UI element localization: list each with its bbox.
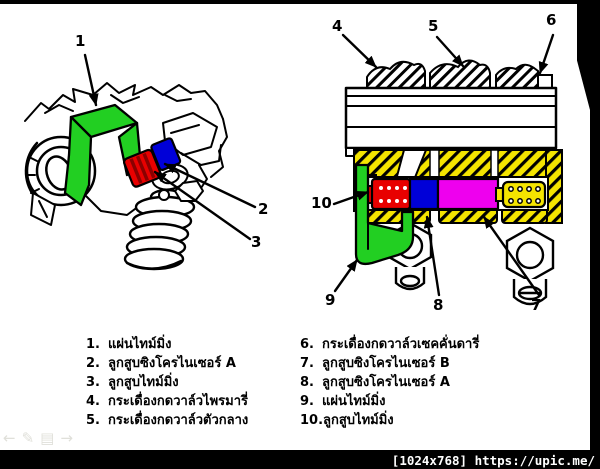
legend-item: 5. กระเดื่องกดวาล์วตัวกลาง (86, 409, 248, 428)
timing-piston-red (370, 177, 412, 211)
legend-item-text: ลูกสูบซิงโครไนเซอร์ A (322, 375, 450, 390)
assembled-view-diagram: 1 2 3 (15, 25, 285, 315)
legend-item: 4. กระเดื่องกดวาล์วไพรมารี่ (86, 390, 248, 409)
legend-item-text: กระเดื่องกดวาล์วไพรมารี่ (108, 394, 248, 409)
legend-item-number: 7. (300, 356, 314, 371)
legend-item-text: ลูกสูบไทม์มิ่ง (323, 413, 394, 428)
legend-item: 9. แผ่นไทม์มิ่ง (300, 390, 479, 409)
leader-3 (153, 170, 252, 241)
valve-spring (123, 188, 196, 271)
legend-item: 2. ลูกสูบซิงโครไนเซอร์ A (86, 352, 248, 371)
leader-2 (163, 162, 257, 209)
leader-lines (83, 53, 257, 241)
timing-piston-red (123, 148, 162, 188)
callout-2: 2 (258, 200, 269, 218)
prev-arrow-icon: ← (3, 429, 22, 447)
legend-item-text: กระเดื่องกดวาล์วตัวกลาง (108, 413, 249, 428)
legend-item: 3. ลูกสูบไทม์มิ่ง (86, 371, 248, 390)
callout-1: 1 (75, 32, 86, 50)
watermark-toolbar: ←✎▤→ (3, 429, 79, 447)
leader-6 (538, 33, 555, 75)
image-size-and-source-text: [1024x768] https://upic.me/ (391, 453, 595, 468)
edit-pencil-icon: ✎ (21, 429, 41, 447)
rocker-arms-hatched (366, 59, 553, 89)
parts-legend-right: 6. กระเดื่องกดวาล์วเซคคั่นดารี่ 7. ลูกสูบซ… (300, 333, 479, 428)
right-mount-bolt (505, 226, 555, 306)
legend-item: 8. ลูกสูบซิงโครไนเซอร์ A (300, 371, 479, 390)
cross-section-art (332, 33, 563, 306)
leader-5 (435, 35, 465, 68)
leader-9 (333, 258, 359, 293)
secondary-valve-rocker (495, 63, 539, 89)
synchronizer-piston-a-blue (408, 177, 440, 211)
secondary-piston-yellow (495, 180, 547, 209)
synchronizer-piston-b-magenta (436, 177, 500, 211)
legend-item-text: กระเดื่องกดวาล์วเซคคั่นดารี่ (322, 337, 480, 352)
legend-item: 7. ลูกสูบซิงโครไนเซอร์ B (300, 352, 479, 371)
legend-item-number: 5. (86, 413, 100, 428)
cylinder-head-casting (24, 82, 228, 216)
list-icon: ▤ (40, 429, 61, 447)
leader-8 (423, 215, 441, 297)
center-valve-rocker (429, 59, 491, 89)
callout-6: 6 (546, 11, 557, 29)
cross-section-diagram: 4 5 6 10 9 8 7 (310, 5, 585, 320)
legend-item-number: 10. (300, 413, 324, 428)
footer-bar: [1024x768] https://upic.me/ (0, 450, 600, 469)
leader-4 (341, 33, 378, 69)
leader-1 (83, 53, 99, 107)
legend-item-text: ลูกสูบซิงโครไนเซอร์ B (322, 356, 450, 371)
callout-7: 7 (531, 296, 542, 314)
legend-item-number: 3. (86, 375, 100, 390)
frame-top-border (0, 0, 600, 4)
timing-plate-green (63, 103, 143, 207)
piston-row (365, 177, 547, 211)
assembled-view-art (24, 53, 257, 271)
callout-8: 8 (433, 296, 444, 314)
callout-9: 9 (325, 291, 336, 309)
rocker-end-pad (537, 74, 553, 89)
legend-item-number: 4. (86, 394, 100, 409)
rocker-shaft (344, 86, 558, 157)
legend-item-number: 6. (300, 337, 314, 352)
legend-item-text: ลูกสูบซิงโครไนเซอร์ A (108, 356, 236, 371)
legend-item-number: 8. (300, 375, 314, 390)
callout-4: 4 (332, 17, 343, 35)
leader-10 (332, 190, 370, 206)
leader-7 (482, 215, 541, 297)
legend-item: 1. แผ่นไทม์มิ่ง (86, 333, 248, 352)
legend-item-number: 2. (86, 356, 100, 371)
primary-valve-rocker (366, 60, 426, 89)
legend-item-number: 1. (86, 337, 100, 352)
callout-3: 3 (251, 233, 262, 251)
next-arrow-icon: → (60, 429, 79, 447)
callout-10: 10 (311, 194, 332, 212)
legend-item-text: ลูกสูบไทม์มิ่ง (108, 375, 179, 390)
parts-legend-left: 1. แผ่นไทม์มิ่ง 2. ลูกสูบซิงโครไนเซอร์ A 3… (86, 333, 248, 428)
callout-5: 5 (428, 17, 439, 35)
legend-item-text: แผ่นไทม์มิ่ง (322, 394, 386, 409)
legend-item-text: แผ่นไทม์มิ่ง (108, 337, 172, 352)
legend-item: 10.ลูกสูบไทม์มิ่ง (300, 409, 479, 428)
frame-right-border (590, 0, 600, 469)
legend-item: 6. กระเดื่องกดวาล์วเซคคั่นดารี่ (300, 333, 479, 352)
legend-item-number: 9. (300, 394, 314, 409)
leader-lines (332, 33, 555, 297)
